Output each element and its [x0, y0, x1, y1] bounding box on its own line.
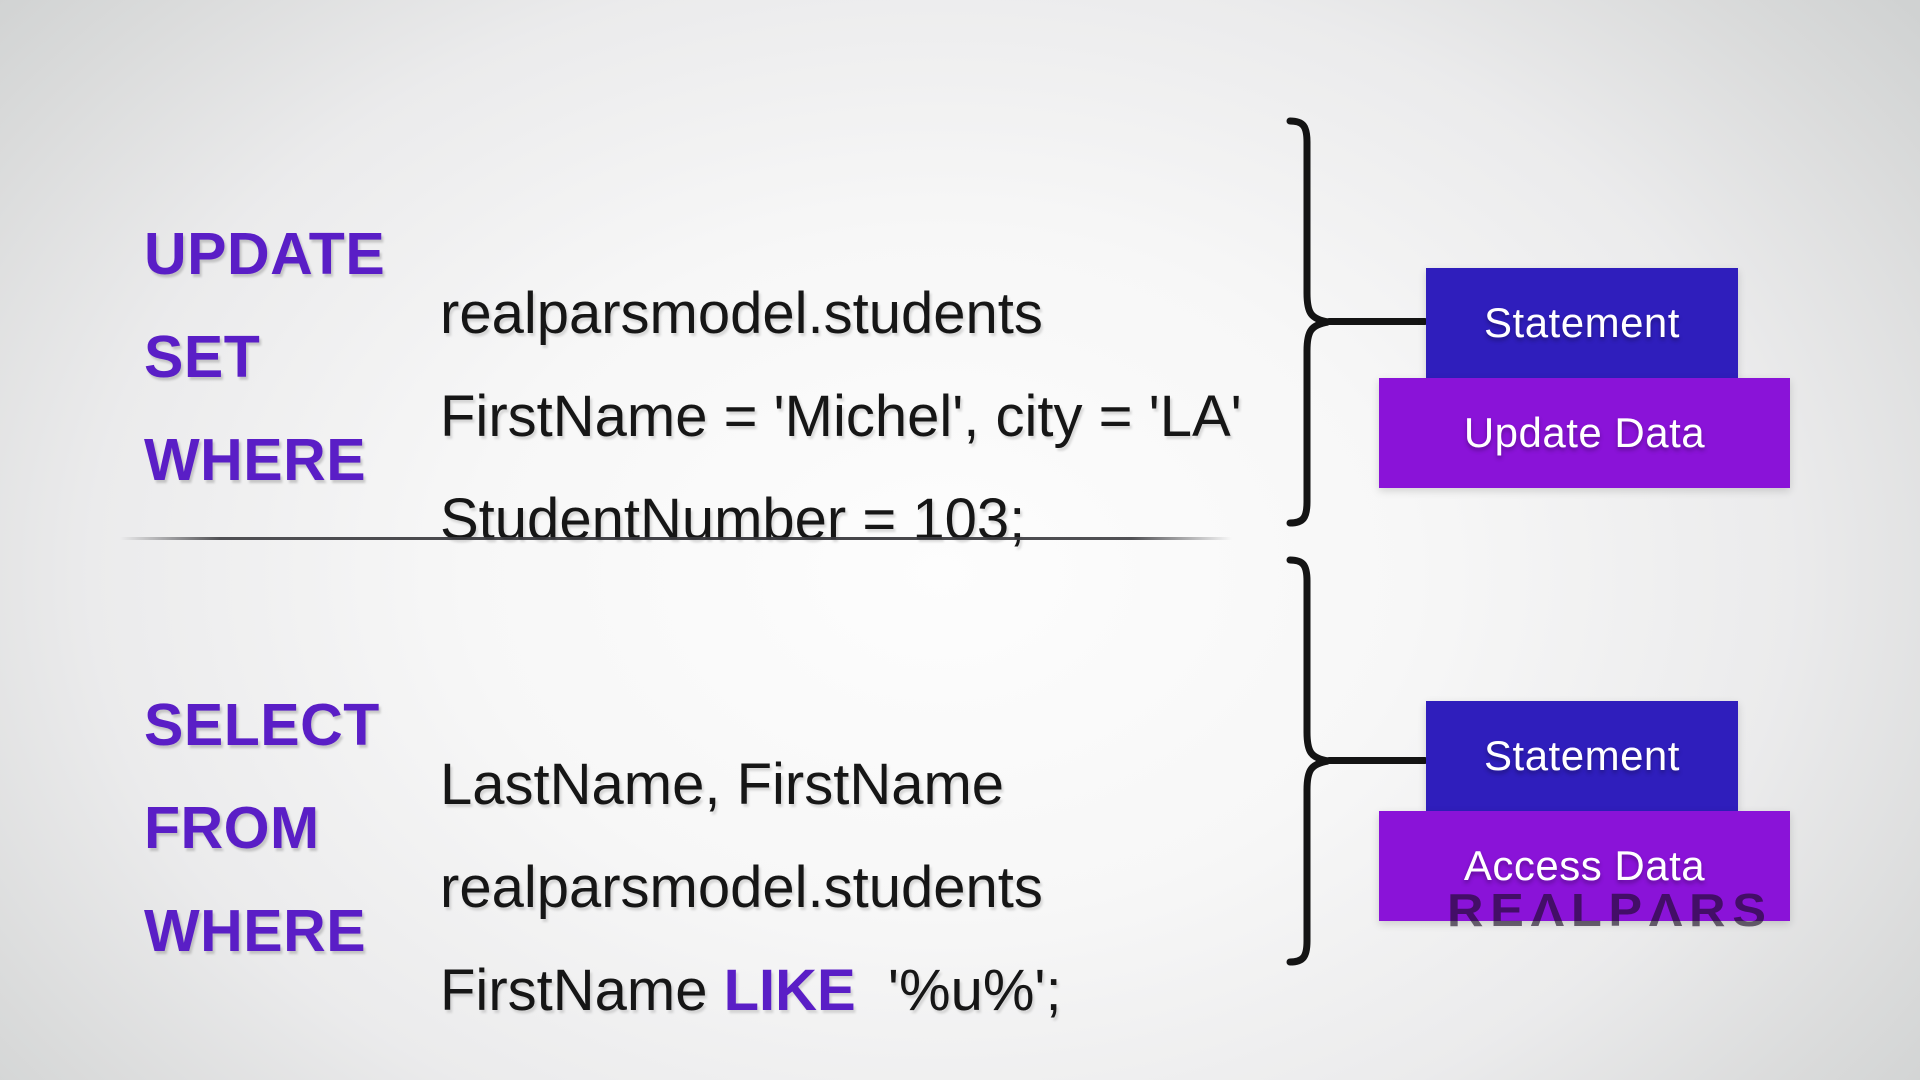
connector-line — [1326, 318, 1428, 325]
section-divider — [120, 537, 1232, 540]
sql-code-row: SELECT LastName, FirstName — [0, 635, 1920, 815]
sql-code-segment: '%u%'; — [855, 958, 1062, 1023]
statement-badge: Statement — [1426, 268, 1738, 378]
sql-keyword: UPDATE — [144, 221, 386, 287]
sql-code-text: StudentNumber = 103; — [440, 490, 1025, 550]
sql-code-segment: FirstName = 'Michel', city = 'LA' — [440, 384, 1242, 449]
sql-code-segment: FirstName — [440, 958, 724, 1023]
sql-code-row: SET FirstName = 'Michel', city = 'LA' — [0, 267, 1920, 447]
sql-code-text: FirstName = 'Michel', city = 'LA' — [440, 387, 1242, 447]
statement-badge-label: Statement — [1484, 732, 1680, 779]
sql-code-row: FROM realparsmodel.students — [0, 738, 1920, 918]
connector-line — [1326, 757, 1428, 764]
sql-code-text: LastName, FirstName — [440, 755, 1004, 815]
sql-keyword: FROM — [144, 795, 320, 861]
sql-keyword: WHERE — [144, 898, 367, 964]
update-data-badge-label: Update Data — [1463, 409, 1706, 456]
sql-keyword: SET — [144, 324, 261, 390]
realpars-logo-watermark: REΛLPΛRS — [1447, 884, 1773, 936]
sql-keyword: SELECT — [144, 692, 380, 758]
sql-code-segment: realparsmodel.students — [440, 281, 1043, 346]
sql-code-segment: realparsmodel.students — [440, 855, 1043, 920]
update-data-badge: Update Data — [1379, 378, 1790, 488]
sql-code-segment: StudentNumber = 103; — [440, 487, 1026, 552]
sql-code-text: realparsmodel.students — [440, 284, 1043, 344]
access-data-badge-label: Access Data — [1463, 842, 1706, 889]
statement-badge: Statement — [1426, 701, 1738, 811]
access-data-badge: Access Data — [1379, 811, 1790, 921]
sql-keyword: WHERE — [144, 427, 367, 493]
sql-code-row: UPDATE realparsmodel.students — [0, 164, 1920, 344]
sql-inline-keyword: LIKE — [723, 958, 856, 1023]
sql-code-segment: LastName, FirstName — [440, 752, 1005, 817]
sql-code-text: FirstName LIKE '%u%'; — [440, 961, 1062, 1021]
statement-badge-label: Statement — [1484, 299, 1680, 346]
sql-code-row: WHERE FirstName LIKE '%u%'; — [0, 841, 1920, 1021]
sql-code-text: realparsmodel.students — [440, 858, 1043, 918]
